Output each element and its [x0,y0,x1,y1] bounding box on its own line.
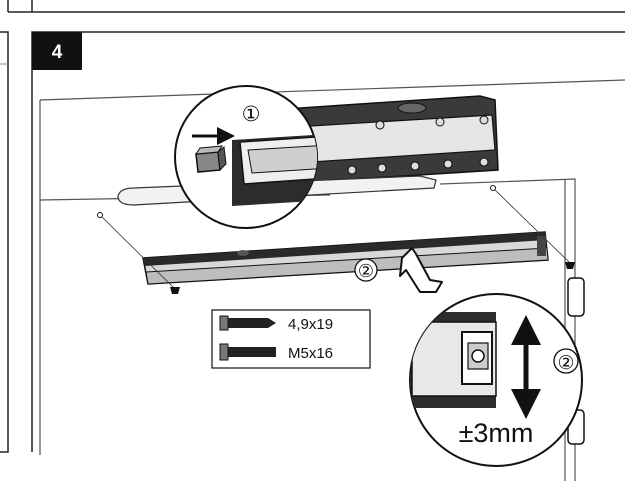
screw-head [565,262,575,269]
screw-head [170,287,180,294]
machine-screw-icon [219,343,276,361]
adjust-step-marker: ② [557,353,574,374]
screw-label-wood: 4,9x19 [288,316,333,333]
screw-label-machine: M5x16 [288,345,333,362]
rail-step-marker: ② [358,261,374,281]
push-arrow-icon [399,247,443,293]
wood-screw-icon [219,315,276,331]
previous-step-panel-left [0,31,9,453]
screw-legend: 4,9x19 M5x16 [211,309,371,369]
previous-step-panel-top [7,0,625,13]
height-adjustment-callout [409,293,583,467]
slide-in-step-marker: ① [242,103,261,126]
step-number: 4 [52,42,63,63]
drill-hole [490,185,496,191]
step-number-badge [32,32,82,70]
drill-hole [97,212,103,218]
drill-guide-lines [99,187,571,291]
adjust-range-label: ±3mm [459,418,534,448]
mounting-rail [142,231,549,285]
slide-in-callout [174,85,318,229]
rail-step-marker-circle [354,258,378,282]
